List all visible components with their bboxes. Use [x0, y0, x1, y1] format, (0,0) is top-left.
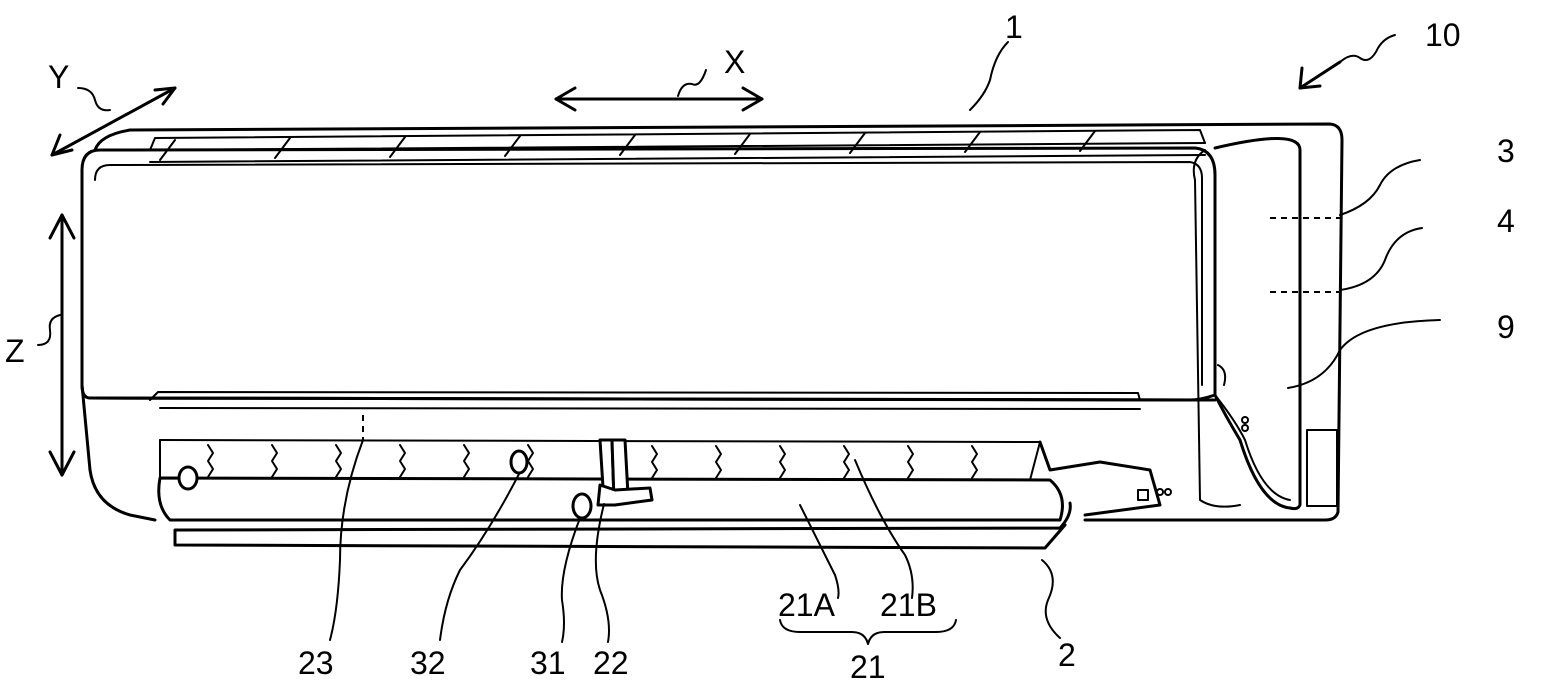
front-panel — [80, 146, 1217, 402]
axis-y-arrow — [50, 86, 177, 157]
label-3: 3 — [1497, 133, 1515, 169]
label-22: 22 — [593, 645, 629, 681]
unit-pointer-arrow — [1298, 34, 1396, 90]
axis-z-arrow — [37, 213, 76, 477]
label-1: 1 — [1005, 9, 1023, 45]
label-21: 21 — [850, 649, 886, 685]
side-panel — [1213, 136, 1302, 511]
label-z: Z — [5, 333, 25, 369]
label-21a: 21A — [778, 587, 836, 623]
top-intake-grill — [149, 129, 1206, 163]
label-21b: 21B — [880, 587, 937, 623]
label-y: Y — [48, 59, 69, 95]
horizontal-flap-21a — [157, 476, 1064, 522]
label-10: 10 — [1425, 17, 1461, 53]
indoor-unit-body — [80, 122, 1344, 550]
label-31: 31 — [530, 645, 566, 681]
leader-lines — [329, 41, 1441, 645]
label-9: 9 — [1497, 309, 1515, 345]
axis-x-arrow — [554, 69, 764, 112]
label-2: 2 — [1058, 637, 1076, 673]
label-x: X — [724, 44, 745, 80]
label-32: 32 — [410, 645, 446, 681]
label-23: 23 — [298, 645, 334, 681]
wind-direction-plate-2 — [173, 501, 1072, 550]
drive-arm-22 — [571, 438, 654, 520]
label-4: 4 — [1497, 203, 1515, 239]
